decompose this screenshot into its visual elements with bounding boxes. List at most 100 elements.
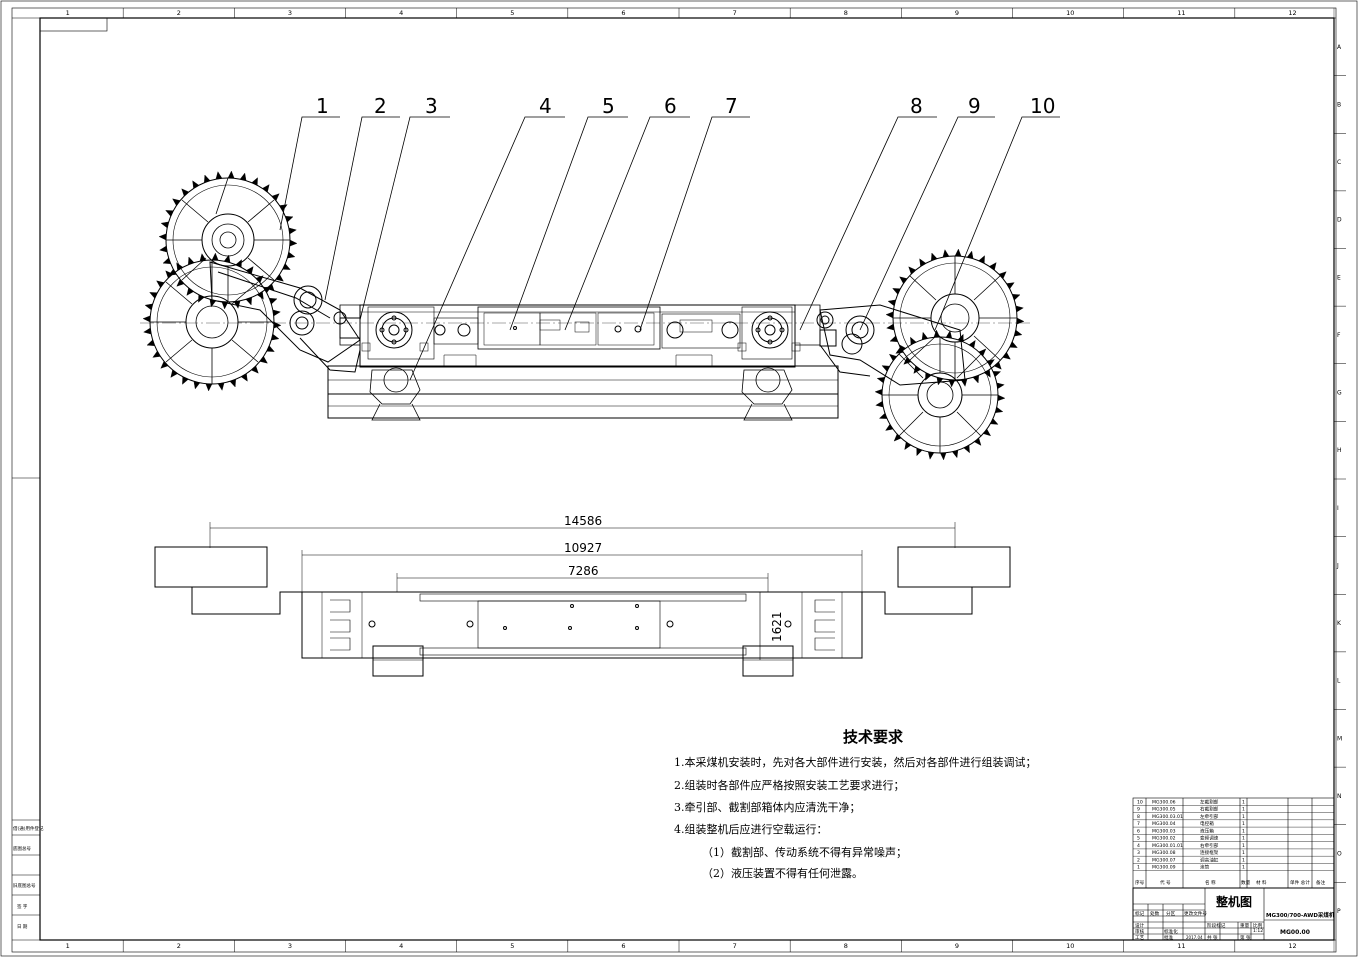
cutter-pick (919, 258, 927, 267)
balloon-9: 9 (968, 94, 981, 118)
column-mark: 10 (1066, 942, 1074, 950)
tb-sheet: 第 张 (1240, 934, 1251, 941)
column-mark: 11 (1177, 942, 1185, 950)
cutter-pick (993, 361, 1002, 370)
row-mark: G (1337, 390, 1342, 397)
title-block (1132, 887, 1335, 941)
bom-qty: 1 (1242, 836, 1245, 842)
cutter-pick (921, 331, 929, 341)
bom-name: 左截割部 (1200, 798, 1219, 805)
cutter-pick (989, 262, 997, 271)
cutter-pick (204, 174, 211, 183)
bom-name: 右牵引部 (1200, 842, 1219, 849)
cutter-pick (931, 252, 938, 261)
row-mark: N (1337, 793, 1342, 800)
bom-name: 连接框架 (1200, 849, 1219, 856)
cutter-pick (978, 348, 987, 357)
bom-code: MG300.08 (1152, 850, 1176, 856)
cutter-pick (998, 271, 1007, 280)
column-mark: 12 (1288, 942, 1296, 950)
column-mark: 3 (288, 942, 292, 950)
cutter-pick (250, 365, 259, 374)
cutter-pick (933, 329, 941, 338)
cutter-pick (968, 339, 976, 349)
bom-no: 6 (1137, 828, 1140, 834)
column-mark: 11 (1177, 9, 1185, 17)
cutter-pick (160, 221, 169, 229)
bom-no: 1 (1137, 865, 1140, 871)
dim-overall-length: 14586 (564, 514, 602, 528)
column-mark: 9 (955, 9, 959, 17)
cutter-pick (972, 375, 979, 384)
bom-code: MG300.06 (1152, 799, 1176, 805)
left-ranging-arm (209, 261, 361, 373)
row-mark: H (1337, 447, 1342, 454)
balloon-4: 4 (539, 94, 552, 118)
cutter-pick (282, 263, 291, 270)
cutter-pick (170, 369, 178, 378)
dim-inner-length: 7286 (568, 564, 599, 578)
row-mark: A (1337, 44, 1342, 51)
cutter-pick (259, 356, 268, 364)
bom-code: MG300.01.01 (1152, 843, 1183, 849)
cutter-pick (142, 315, 151, 323)
cutter-pick (875, 400, 884, 408)
cutter-pick (156, 280, 165, 288)
bom-code: MG300.04 (1152, 821, 1176, 827)
bom-qty: 1 (1242, 843, 1245, 849)
right-lower-drum (874, 329, 1006, 461)
balloon-leaders (279, 116, 1060, 381)
cutter-pick (217, 382, 225, 391)
cutter-pick (288, 227, 297, 235)
tech-line-1: 1.本采煤机安装时，先对各大部件进行安装，然后对各部件进行组装调试； (674, 755, 1037, 769)
row-mark: D (1337, 217, 1342, 224)
cutter-pick (289, 239, 298, 247)
cutter-pick (878, 412, 888, 419)
row-mark: J (1336, 562, 1339, 569)
cutter-pick (886, 323, 895, 331)
bom-qty: 1 (1242, 850, 1245, 856)
balloon-8: 8 (910, 94, 923, 118)
bom-qty: 1 (1242, 807, 1245, 813)
bom-qty: 1 (1242, 828, 1245, 834)
bom-qty: 1 (1242, 799, 1245, 805)
cutter-pick (885, 423, 894, 431)
cutter-pick (936, 377, 944, 386)
column-mark: 8 (844, 942, 848, 950)
row-mark: K (1337, 620, 1342, 627)
machine-body (327, 304, 839, 419)
row-mark: I (1337, 505, 1339, 512)
bom-header-cell: 数量 (1241, 879, 1251, 886)
bom-name: 液压箱 (1200, 827, 1214, 834)
row-mark: E (1337, 274, 1341, 281)
balloon-5: 5 (602, 94, 615, 118)
cutter-pick (978, 255, 985, 264)
cutter-pick (892, 288, 901, 295)
cutter-pick (229, 379, 236, 388)
cutter-pick (899, 276, 908, 284)
tb-stage: 阶段标记 (1207, 922, 1226, 929)
tb-process: 工艺 (1135, 935, 1145, 941)
cutter-pick (152, 350, 161, 358)
bom-qty: 1 (1242, 821, 1245, 827)
cutter-pick (279, 204, 288, 212)
balloon-2: 2 (374, 94, 387, 118)
tb-change-doc: 更改文件号 (1184, 910, 1207, 917)
cutter-pick (963, 444, 970, 454)
product-name: MG300/700-AWD采煤机 (1266, 911, 1335, 919)
bom-name: 滚筒 (1200, 864, 1210, 871)
tb-ratio: 比例 (1253, 922, 1263, 929)
bom-code: MG300.03.01 (1152, 814, 1183, 820)
column-mark: 4 (399, 942, 403, 950)
cutter-pick (874, 388, 883, 396)
cutter-pick (983, 369, 991, 378)
cutter-pick (876, 377, 886, 384)
cutter-pick (960, 378, 968, 387)
column-mark: 3 (288, 9, 292, 17)
cutter-pick (188, 256, 195, 265)
cutter-pick (966, 250, 974, 259)
column-mark: 1 (66, 9, 70, 17)
